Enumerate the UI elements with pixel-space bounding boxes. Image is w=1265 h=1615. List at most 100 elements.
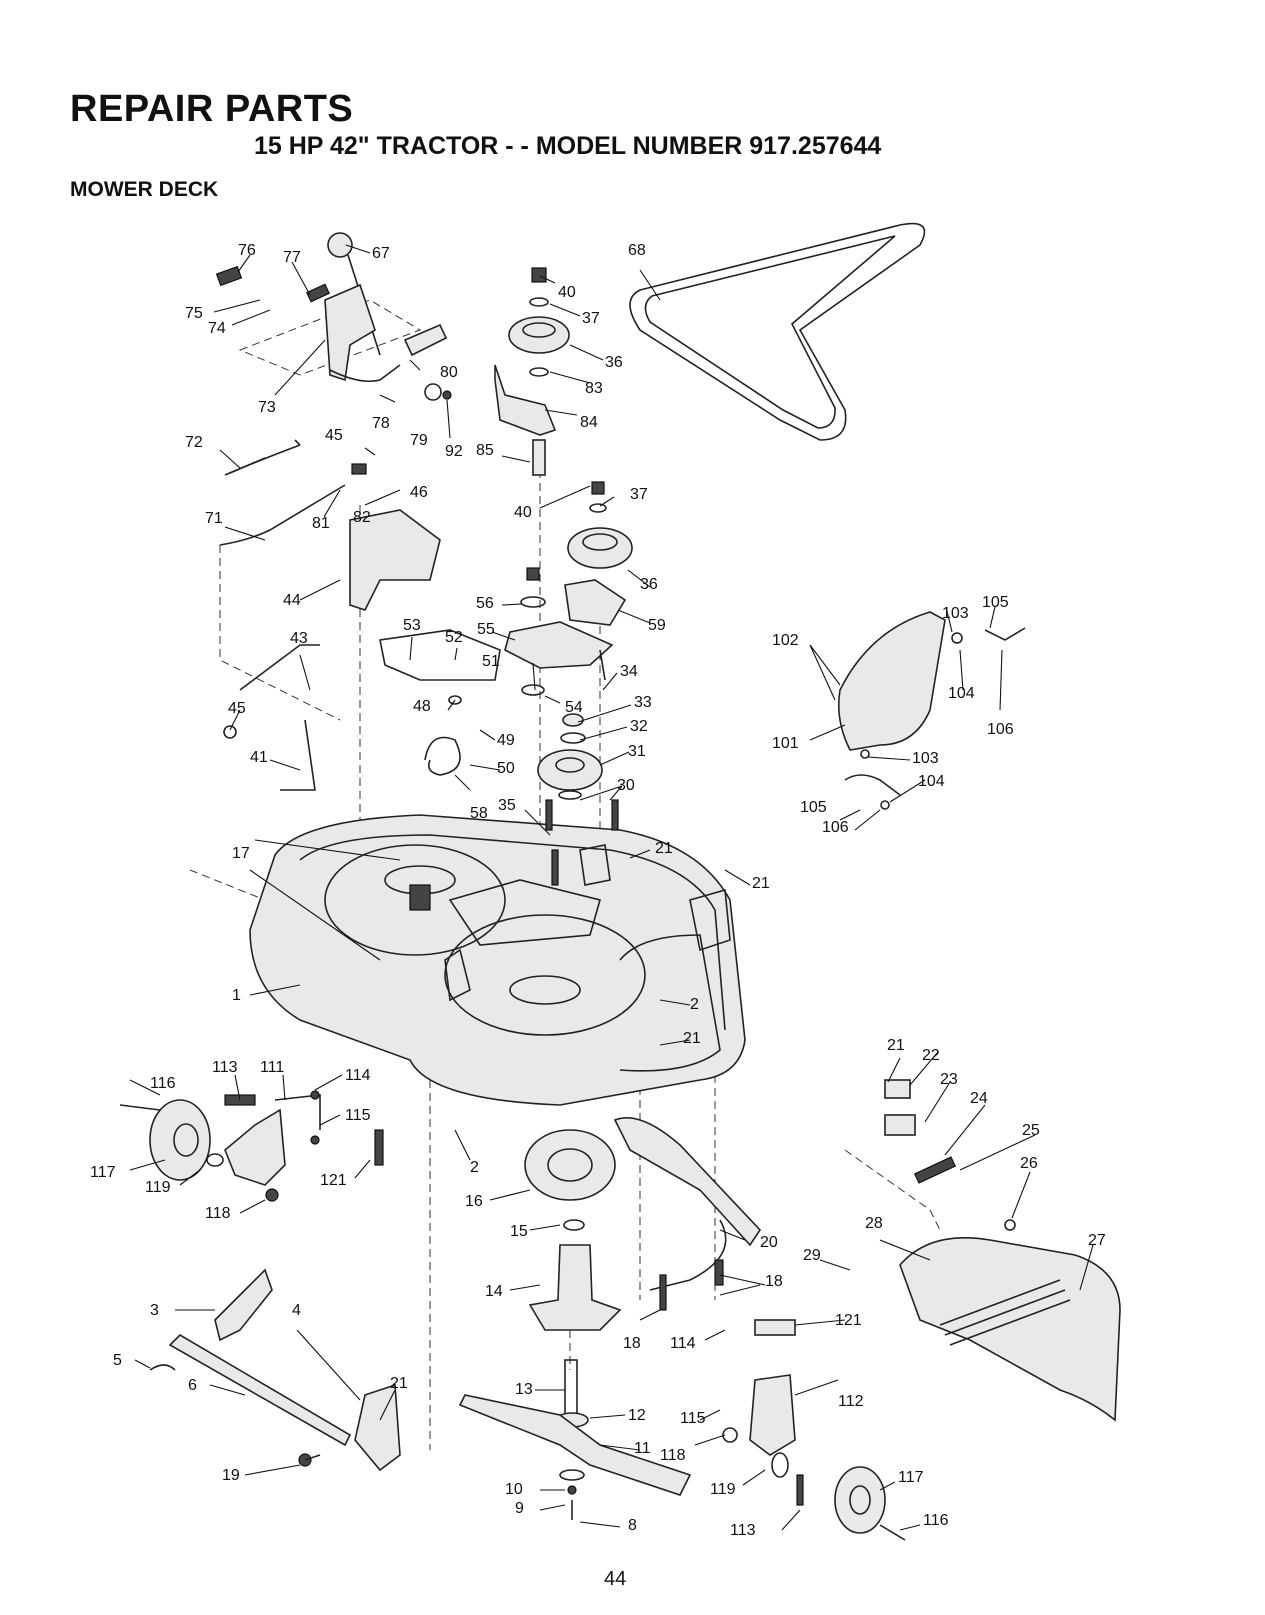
callout-71: 71 [205,510,223,527]
callout-76: 76 [238,242,256,259]
callout-118a: 118 [205,1205,231,1222]
callout-103a: 103 [942,605,969,622]
callout-113a: 113 [212,1059,238,1076]
callout-102: 102 [772,632,799,649]
callout-111: 111 [260,1059,284,1076]
callout-75: 75 [185,305,203,322]
callout-72: 72 [185,434,203,451]
callout-17: 17 [232,845,250,862]
callout-56: 56 [476,595,494,612]
callout-113b: 113 [730,1522,756,1539]
callout-105a: 105 [982,594,1009,611]
callout-26: 26 [1020,1155,1038,1172]
callout-37b: 37 [630,486,648,503]
callout-78: 78 [372,415,390,432]
callout-3: 3 [150,1302,159,1319]
callout-10: 10 [505,1481,523,1498]
callout-67: 67 [372,245,390,262]
callout-119b: 119 [710,1481,736,1498]
callout-labels: 76 77 67 75 74 73 78 79 80 9 2 45 72 71 8… [90,242,1106,1539]
lift-lever-assembly [215,232,501,791]
callout-51: 51 [482,653,500,670]
callout-77: 77 [283,249,301,266]
page-number: 44 [604,1568,627,1590]
callout-101: 101 [772,735,799,752]
callout-31: 31 [628,743,646,760]
callout-44: 44 [283,592,301,609]
model-subtitle: 15 HP 42" TRACTOR - - MODEL NUMBER 917.2… [254,132,882,160]
callout-21b: 21 [752,875,770,892]
callout-32: 32 [630,718,648,735]
callout-73: 73 [258,399,276,416]
callout-29: 29 [803,1247,821,1264]
callout-53: 53 [403,617,421,634]
page-title: REPAIR PARTS [70,88,354,130]
callout-2a: 2 [690,996,699,1013]
callout-121b: 121 [835,1312,862,1329]
callout-55: 55 [477,621,495,638]
callout-2b: 2 [470,1159,479,1176]
callout-24: 24 [970,1090,988,1107]
callout-22: 22 [922,1047,940,1064]
callout-21e: 21 [390,1375,408,1392]
leader-lines [129,244,1094,1531]
callout-46: 46 [410,484,428,501]
callout-68: 68 [628,242,646,259]
callout-104b: 104 [918,773,945,790]
callout-54: 54 [565,699,583,716]
callout-106b: 106 [822,819,849,836]
side-shield-assembly [837,611,1121,1422]
drive-belt [629,222,926,441]
callout-106a: 106 [987,721,1014,738]
callout-118b: 118 [660,1447,686,1464]
callout-40b: 40 [514,504,532,521]
callout-103b: 103 [912,750,939,767]
callout-8: 8 [628,1517,637,1534]
callout-21d: 21 [887,1037,905,1054]
callout-84: 84 [580,414,598,431]
callout-114a: 114 [345,1067,371,1084]
callout-59: 59 [648,617,666,634]
callout-34: 34 [620,663,638,680]
callout-82: 82 [353,509,371,526]
callout-116a: 116 [150,1075,176,1092]
callout-21a: 21 [655,840,673,857]
callout-15: 15 [510,1223,528,1240]
callout-105b: 105 [800,799,827,816]
callout-115a: 115 [345,1107,371,1124]
callout-74: 74 [208,320,226,337]
callout-52: 52 [445,629,463,646]
callout-80: 80 [440,364,458,381]
callout-16: 16 [465,1193,483,1210]
spindle-blade-assembly [458,1116,906,1541]
callout-25: 25 [1022,1122,1040,1139]
callout-121a: 121 [320,1172,347,1189]
callout-83: 83 [585,380,603,397]
callout-40a: 40 [558,284,576,301]
callout-79: 79 [410,432,428,449]
callout-45a: 45 [325,427,343,444]
section-heading: MOWER DECK [70,178,219,201]
callout-30: 30 [617,777,635,794]
callout-20: 20 [760,1234,778,1251]
callout-43: 43 [290,630,308,647]
callout-27: 27 [1088,1232,1106,1249]
callout-9: 9 [515,1500,524,1517]
callout-33: 33 [634,694,652,711]
callout-4: 4 [292,1302,301,1319]
callout-35: 35 [498,797,516,814]
callout-58: 58 [470,805,488,822]
callout-6: 6 [188,1377,197,1394]
callout-13: 13 [515,1381,533,1398]
upper-idler-assembly [494,267,633,886]
callout-14: 14 [485,1283,503,1300]
callout-117a: 117 [90,1164,116,1181]
callout-19: 19 [222,1467,240,1484]
callout-104a: 104 [948,685,975,702]
callout-115b: 115 [680,1410,706,1427]
callout-45b: 45 [228,700,246,717]
mower-deck-housing [249,814,746,1106]
callout-1: 1 [232,987,241,1004]
